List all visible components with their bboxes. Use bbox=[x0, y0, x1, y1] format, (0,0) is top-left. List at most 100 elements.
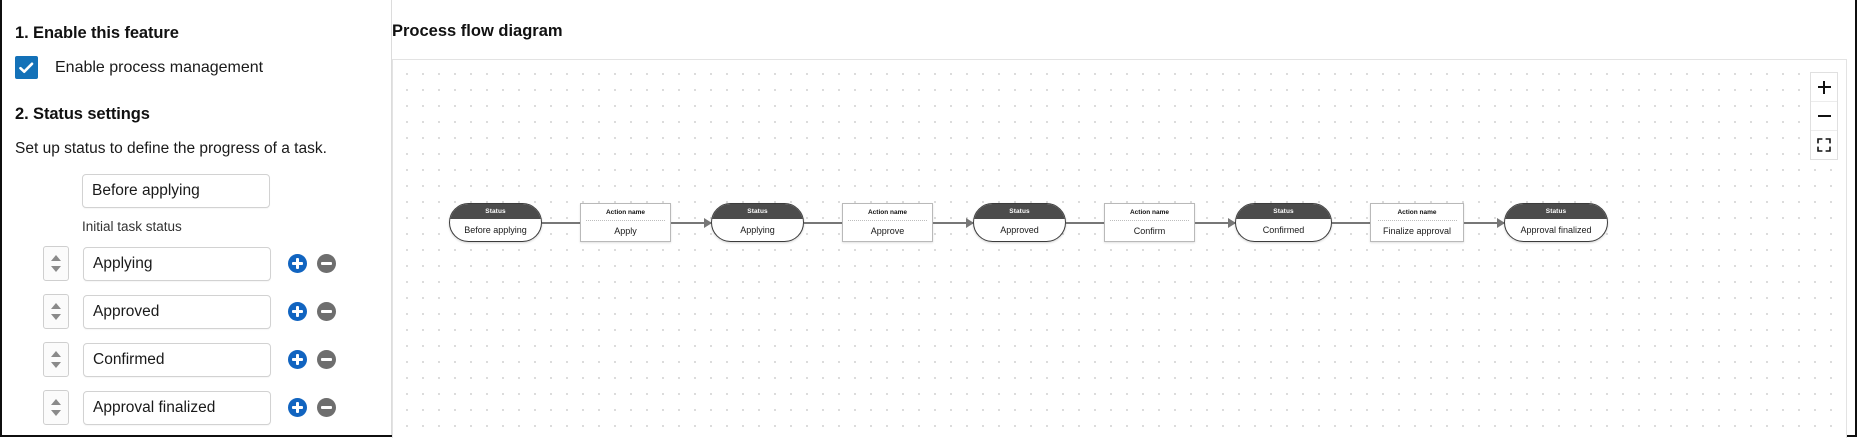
flow-node-status[interactable]: Status Approval finalized bbox=[1504, 203, 1608, 242]
node-header: Action name bbox=[1397, 208, 1437, 216]
node-label: Finalize approval bbox=[1382, 226, 1452, 236]
flow-connector bbox=[542, 222, 580, 224]
diagram-canvas[interactable]: Status Before applying Action name Apply… bbox=[392, 59, 1847, 438]
zoom-in-button[interactable] bbox=[1811, 73, 1837, 102]
remove-status-button[interactable] bbox=[317, 302, 336, 321]
node-header: Status bbox=[974, 204, 1065, 219]
flow-node-status[interactable]: Status Applying bbox=[711, 203, 804, 242]
reorder-spinner-approval-finalized[interactable] bbox=[43, 390, 69, 425]
remove-status-button[interactable] bbox=[317, 398, 336, 417]
status-row bbox=[15, 388, 391, 427]
add-status-button[interactable] bbox=[288, 398, 307, 417]
arrow-up-icon[interactable] bbox=[51, 351, 61, 357]
node-label: Confirmed bbox=[1262, 225, 1305, 235]
flow-connector bbox=[933, 218, 974, 228]
node-header: Action name bbox=[1129, 208, 1169, 216]
arrow-up-icon[interactable] bbox=[51, 255, 61, 261]
enable-process-management-label: Enable process management bbox=[55, 58, 264, 76]
node-header: Status bbox=[450, 204, 541, 219]
remove-status-button[interactable] bbox=[317, 350, 336, 369]
node-header: Status bbox=[712, 204, 803, 219]
flow-connector bbox=[671, 218, 712, 228]
node-label: Applying bbox=[740, 225, 775, 235]
node-label: Approved bbox=[1000, 225, 1039, 235]
fit-to-screen-button[interactable] bbox=[1811, 131, 1837, 159]
node-divider bbox=[848, 220, 927, 221]
flow-node-action[interactable]: Action name Approve bbox=[842, 203, 933, 242]
initial-status-input[interactable] bbox=[82, 173, 270, 208]
node-label: Before applying bbox=[464, 225, 527, 235]
status-row bbox=[15, 244, 391, 283]
process-flow: Status Before applying Action name Apply… bbox=[393, 203, 1846, 263]
arrow-head-icon bbox=[966, 218, 974, 228]
arrow-down-icon[interactable] bbox=[51, 314, 61, 320]
flow-node-status[interactable]: Status Before applying bbox=[449, 203, 542, 242]
node-divider bbox=[1110, 220, 1189, 221]
settings-panel: 1. Enable this feature Enable process ma… bbox=[2, 0, 392, 435]
flow-connector bbox=[804, 222, 842, 224]
flow-node-status[interactable]: Status Confirmed bbox=[1235, 203, 1332, 242]
add-status-button[interactable] bbox=[288, 350, 307, 369]
diagram-panel: Process flow diagram Status Before apply… bbox=[392, 0, 1855, 438]
node-label: Approval finalized bbox=[1520, 225, 1592, 235]
reorder-spinner-approved[interactable] bbox=[43, 294, 69, 329]
node-divider bbox=[586, 220, 665, 221]
section-title-status-settings: 2. Status settings bbox=[15, 105, 150, 123]
node-divider bbox=[1377, 220, 1457, 221]
minus-icon bbox=[321, 402, 332, 413]
arrow-up-icon[interactable] bbox=[51, 399, 61, 405]
diagram-title: Process flow diagram bbox=[392, 22, 563, 40]
plus-icon bbox=[292, 402, 303, 413]
minus-icon bbox=[321, 354, 332, 365]
status-settings-description: Set up status to define the progress of … bbox=[15, 140, 327, 157]
flow-connector bbox=[1066, 222, 1104, 224]
flow-connector bbox=[1332, 222, 1370, 224]
status-input[interactable] bbox=[83, 294, 271, 329]
status-input[interactable] bbox=[83, 342, 271, 377]
plus-icon bbox=[1817, 80, 1831, 94]
node-header: Action name bbox=[605, 208, 645, 216]
flow-connector bbox=[1195, 218, 1236, 228]
checkbox-checked-icon[interactable] bbox=[15, 56, 38, 79]
node-header: Status bbox=[1236, 204, 1331, 219]
flow-node-action[interactable]: Action name Confirm bbox=[1104, 203, 1195, 242]
plus-icon bbox=[292, 258, 303, 269]
flow-node-action[interactable]: Action name Finalize approval bbox=[1370, 203, 1464, 242]
status-input[interactable] bbox=[83, 246, 271, 281]
node-header: Status bbox=[1505, 204, 1607, 219]
minus-icon bbox=[1817, 110, 1831, 123]
status-list: Initial task status bbox=[15, 171, 391, 427]
node-label: Approve bbox=[870, 226, 905, 236]
remove-status-button[interactable] bbox=[317, 254, 336, 273]
arrow-down-icon[interactable] bbox=[51, 410, 61, 416]
node-label: Apply bbox=[614, 226, 637, 236]
flow-connector bbox=[1464, 218, 1505, 228]
add-status-button[interactable] bbox=[288, 302, 307, 321]
node-header: Action name bbox=[867, 208, 907, 216]
node-label: Confirm bbox=[1133, 226, 1166, 236]
arrow-down-icon[interactable] bbox=[51, 362, 61, 368]
arrow-head-icon bbox=[1228, 218, 1236, 228]
enable-process-management-row[interactable]: Enable process management bbox=[15, 56, 391, 79]
arrow-down-icon[interactable] bbox=[51, 266, 61, 272]
status-row bbox=[15, 340, 391, 379]
fit-screen-icon bbox=[1817, 138, 1831, 152]
plus-icon bbox=[292, 354, 303, 365]
flow-node-action[interactable]: Action name Apply bbox=[580, 203, 671, 242]
reorder-spinner-confirmed[interactable] bbox=[43, 342, 69, 377]
status-input[interactable] bbox=[83, 390, 271, 425]
arrow-head-icon bbox=[1497, 218, 1505, 228]
add-status-button[interactable] bbox=[288, 254, 307, 273]
plus-icon bbox=[292, 306, 303, 317]
flow-node-status[interactable]: Status Approved bbox=[973, 203, 1066, 242]
arrow-up-icon[interactable] bbox=[51, 303, 61, 309]
zoom-out-button[interactable] bbox=[1811, 102, 1837, 131]
initial-status-hint: Initial task status bbox=[82, 219, 182, 234]
initial-status-row bbox=[15, 171, 391, 210]
section-title-enable-feature: 1. Enable this feature bbox=[15, 24, 179, 42]
reorder-spinner-applying[interactable] bbox=[43, 246, 69, 281]
canvas-zoom-controls bbox=[1810, 72, 1838, 160]
status-row bbox=[15, 292, 391, 331]
minus-icon bbox=[321, 258, 332, 269]
